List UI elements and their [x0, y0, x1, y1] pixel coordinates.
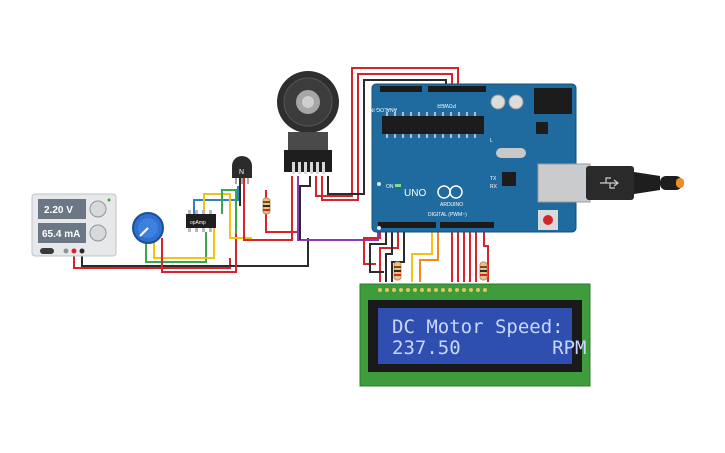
voltage-display	[38, 199, 86, 219]
wire-black[interactable]	[299, 176, 311, 240]
rx-label: RX	[490, 184, 498, 190]
wire-yellow[interactable]	[411, 228, 433, 282]
encoder-block	[288, 132, 328, 150]
lcd-screen	[378, 308, 572, 364]
analog-header	[380, 86, 422, 92]
negative-terminal[interactable]	[79, 248, 85, 254]
lcd-resistor[interactable]	[393, 261, 402, 281]
wire-red[interactable]	[315, 67, 459, 197]
wire-red[interactable]	[161, 230, 237, 273]
power-switch[interactable]	[40, 248, 54, 254]
arduino-uno[interactable]: ANALOG IN POWER UNO ARDU	[369, 83, 591, 233]
digital-header-high	[440, 222, 494, 228]
wire-black[interactable]	[327, 79, 447, 195]
usb-cable-end	[676, 178, 684, 188]
on-label: ON	[386, 184, 394, 190]
lcd-line-1: DC Motor Speed:	[392, 316, 564, 338]
voltage-knob[interactable]	[89, 200, 107, 218]
opamp-label: opAmp	[190, 220, 206, 226]
wire-green[interactable]	[221, 189, 237, 234]
dc-motor-encoder[interactable]	[277, 71, 339, 174]
usb-icon	[600, 177, 619, 189]
encoder-connector	[284, 150, 332, 172]
on-led	[395, 184, 401, 187]
current-knob[interactable]	[89, 224, 107, 242]
arduino-logo-icon	[449, 185, 463, 199]
lcd-line-2: 237.50 RPM	[392, 337, 586, 359]
wire-green[interactable]	[145, 232, 207, 263]
tx-label: TX	[490, 176, 497, 182]
wire-black[interactable]	[369, 226, 387, 273]
reset-button-cap[interactable]	[543, 215, 553, 225]
wire-purple[interactable]	[297, 176, 379, 241]
wire-black[interactable]	[81, 238, 309, 267]
regulator	[536, 122, 548, 134]
pot-indicator	[139, 227, 149, 237]
analog-in-label: ANALOG IN	[369, 106, 397, 112]
wire-red[interactable]	[483, 228, 489, 282]
wire-red[interactable]	[321, 73, 453, 201]
transistor-label: N	[239, 169, 244, 176]
potentiometer[interactable]	[132, 212, 164, 244]
wire-yellow[interactable]	[203, 193, 252, 239]
current-readout: 65.4 mA	[42, 229, 80, 240]
power-label: POWER	[437, 102, 456, 108]
power-jack[interactable]	[534, 88, 572, 114]
mount-hole	[377, 182, 381, 186]
power-header	[428, 86, 486, 92]
wire-yellow[interactable]	[153, 228, 215, 259]
atmega-chip	[382, 116, 484, 134]
wire-black[interactable]	[385, 228, 393, 282]
wire-red[interactable]	[73, 250, 231, 269]
lcd-module[interactable]: DC Motor Speed: 237.50 RPM	[359, 283, 591, 387]
wire-red[interactable]	[363, 226, 381, 265]
l-label: L	[490, 138, 493, 144]
lcd-header-pins	[378, 288, 487, 292]
current-display	[38, 223, 86, 243]
voltage-readout: 2.20 V	[44, 205, 73, 216]
power-supply[interactable]: 2.20 V 65.4 mA	[31, 193, 117, 257]
npn-transistor[interactable]: N	[232, 156, 252, 184]
wire-blue[interactable]	[193, 186, 239, 214]
usb-cable[interactable]	[586, 166, 684, 200]
digital-label: DIGITAL (PWM~)	[428, 212, 467, 218]
ground-terminal[interactable]	[63, 248, 69, 254]
lcd-resistor[interactable]	[479, 261, 488, 281]
status-led	[107, 198, 111, 202]
opamp-chip[interactable]: opAmp	[186, 210, 216, 232]
mount-hole	[377, 226, 381, 230]
motor-shaft	[302, 96, 314, 108]
wire-red[interactable]	[243, 176, 293, 241]
wire-orange[interactable]	[419, 228, 439, 282]
arduino-brand-label: ARDUINO	[440, 202, 463, 208]
uno-label: UNO	[404, 188, 426, 199]
wire-red[interactable]	[379, 228, 399, 282]
usb-port[interactable]	[537, 163, 591, 203]
wires	[73, 67, 489, 282]
wire-red[interactable]	[265, 190, 300, 233]
usb-chip	[502, 172, 516, 186]
digital-header-low	[378, 222, 436, 228]
capacitor	[508, 94, 524, 110]
positive-terminal[interactable]	[71, 248, 77, 254]
capacitor	[490, 94, 506, 110]
resistor[interactable]	[262, 197, 271, 215]
crystal	[496, 148, 526, 158]
